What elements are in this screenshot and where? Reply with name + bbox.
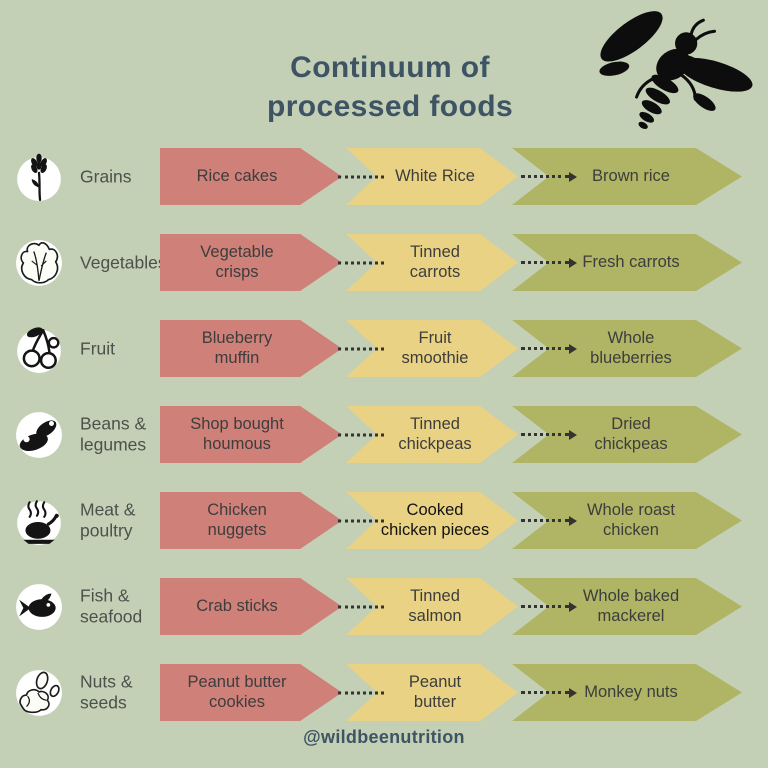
continuum-rows: Grains Rice cakes White Rice Brown rice … (0, 148, 768, 750)
dotted-arrow-connector (521, 171, 577, 182)
most-processed-arrow: Vegetable crisps (160, 234, 342, 291)
least-processed-arrow: Whole roast chicken (512, 492, 742, 549)
mid-processed-arrow: White Rice (346, 148, 518, 205)
cherries-icon (14, 324, 64, 374)
row-beans-legumes: Beans & legumes Shop bought houmous Tinn… (0, 406, 768, 463)
arrowhead-icon (569, 429, 577, 440)
dotted-connector (338, 691, 384, 694)
roast-poultry-icon (14, 496, 64, 546)
row-fish-seafood: Fish & seafood Crab sticks Tinned salmon… (0, 578, 768, 635)
dotted-arrow-connector (521, 601, 577, 612)
dotted-connector (338, 433, 384, 436)
dotted-arrow-connector (521, 257, 577, 268)
dotted-arrow-connector (521, 429, 577, 440)
arrowhead-icon (569, 687, 577, 698)
most-processed-arrow: Blueberry muffin (160, 320, 342, 377)
category-label: Nuts & seeds (80, 671, 133, 713)
dotted-connector (338, 519, 384, 522)
dotted-connector (338, 175, 384, 178)
arrowhead-icon (569, 257, 577, 268)
row-grains: Grains Rice cakes White Rice Brown rice (0, 148, 768, 205)
least-processed-arrow: Brown rice (512, 148, 742, 205)
least-processed-arrow: Whole baked mackerel (512, 578, 742, 635)
peanuts-icon (14, 668, 64, 718)
most-processed-arrow: Rice cakes (160, 148, 342, 205)
mid-processed-arrow: Peanut butter (346, 664, 518, 721)
category-label: Fish & seafood (80, 585, 143, 627)
dotted-arrow-connector (521, 343, 577, 354)
dotted-arrow-connector (521, 515, 577, 526)
row-fruit: Fruit Blueberry muffin Fruit smoothie Wh… (0, 320, 768, 377)
arrowhead-icon (569, 343, 577, 354)
most-processed-arrow: Chicken nuggets (160, 492, 342, 549)
arrowhead-icon (569, 171, 577, 182)
dotted-connector (338, 605, 384, 608)
category-label: Beans & legumes (80, 413, 147, 455)
category-label: Fruit (80, 337, 115, 358)
fish-icon (14, 582, 64, 632)
most-processed-arrow: Shop bought houmous (160, 406, 342, 463)
social-handle: @wildbeenutrition (303, 727, 465, 747)
dotted-connector (338, 347, 384, 350)
category-label: Vegetables (80, 251, 167, 272)
row-nuts-seeds: Nuts & seeds Peanut butter cookies Peanu… (0, 664, 768, 721)
page-title: Continuum of processed foods (266, 51, 514, 123)
wheat-icon (14, 152, 64, 202)
arrowhead-icon (569, 515, 577, 526)
bee-icon (586, 6, 758, 142)
most-processed-arrow: Crab sticks (160, 578, 342, 635)
lettuce-icon (14, 238, 64, 288)
beans-icon (14, 410, 64, 460)
category-label: Grains (80, 165, 132, 186)
arrowhead-icon (569, 601, 577, 612)
most-processed-arrow: Peanut butter cookies (160, 664, 342, 721)
row-meat-poultry: Meat & poultry Chicken nuggets Cooked ch… (0, 492, 768, 549)
dotted-arrow-connector (521, 687, 577, 698)
category-label: Meat & poultry (80, 499, 136, 541)
row-vegetables: Vegetables Vegetable crisps Tinned carro… (0, 234, 768, 291)
dotted-connector (338, 261, 384, 264)
